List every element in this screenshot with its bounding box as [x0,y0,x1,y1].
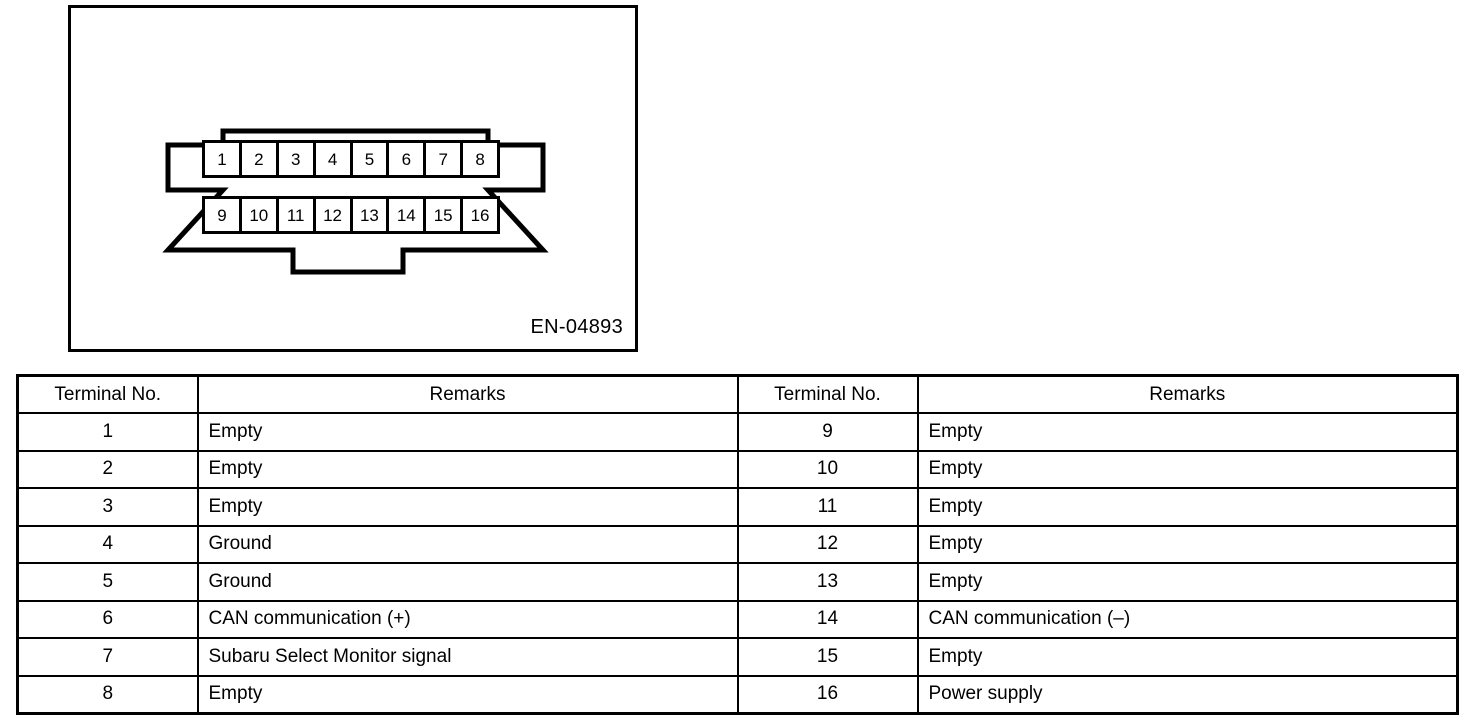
cell-terminal-9: 9 [736,412,919,452]
cell-terminal-16: 16 [736,674,919,714]
cell-remark-10: Empty [916,449,1459,489]
pin-row-bottom: 9 10 11 12 13 14 15 16 [202,196,500,234]
table-row: 7 Subaru Select Monitor signal 15 Empty [16,637,1459,677]
terminal-assignment-table: Terminal No. Remarks Terminal No. Remark… [16,374,1459,715]
cell-terminal-15: 15 [736,637,919,677]
cell-remark-7: Subaru Select Monitor signal [196,637,739,677]
pin-cell-3: 3 [278,143,316,175]
table-row: 6 CAN communication (+) 14 CAN communica… [16,599,1459,639]
pin-cell-11: 11 [278,199,316,231]
cell-terminal-7: 7 [16,637,199,677]
cell-terminal-14: 14 [736,599,919,639]
cell-terminal-5: 5 [16,562,199,602]
cell-remark-4: Ground [196,524,739,564]
cell-remark-16: Power supply [916,674,1459,714]
cell-remark-9: Empty [916,412,1459,452]
pin-cell-14: 14 [389,199,427,231]
pin-cell-15: 15 [426,199,464,231]
cell-remark-2: Empty [196,449,739,489]
pin-number-grid: 1 2 3 4 5 6 7 8 9 10 11 12 13 14 15 16 [202,140,500,234]
cell-terminal-6: 6 [16,599,199,639]
cell-remark-11: Empty [916,487,1459,527]
cell-remark-14: CAN communication (–) [916,599,1459,639]
cell-remark-8: Empty [196,674,739,714]
cell-terminal-1: 1 [16,412,199,452]
table-row: 1 Empty 9 Empty [16,412,1459,452]
cell-terminal-11: 11 [736,487,919,527]
cell-remark-5: Ground [196,562,739,602]
header-remarks-right: Remarks [916,374,1459,414]
cell-remark-1: Empty [196,412,739,452]
table-header-row: Terminal No. Remarks Terminal No. Remark… [16,374,1459,414]
connector-figure-panel: 1 2 3 4 5 6 7 8 9 10 11 12 13 14 15 16 E… [68,5,638,352]
connector-diagram: 1 2 3 4 5 6 7 8 9 10 11 12 13 14 15 16 [71,8,635,349]
figure-caption: EN-04893 [530,316,623,338]
pin-cell-12: 12 [315,199,353,231]
cell-terminal-2: 2 [16,449,199,489]
pin-cell-4: 4 [315,143,353,175]
pin-cell-5: 5 [352,143,390,175]
pin-cell-1: 1 [205,143,242,175]
cell-terminal-13: 13 [736,562,919,602]
cell-terminal-4: 4 [16,524,199,564]
header-terminal-no-left: Terminal No. [16,374,199,414]
cell-terminal-8: 8 [16,674,199,714]
pin-cell-13: 13 [352,199,390,231]
pin-row-top: 1 2 3 4 5 6 7 8 [202,140,500,178]
cell-remark-13: Empty [916,562,1459,602]
pin-cell-7: 7 [426,143,464,175]
pin-cell-16: 16 [463,199,497,231]
table-row: 8 Empty 16 Power supply [16,674,1459,714]
cell-terminal-10: 10 [736,449,919,489]
pin-cell-9: 9 [205,199,242,231]
pin-cell-8: 8 [463,143,497,175]
cell-terminal-12: 12 [736,524,919,564]
cell-remark-15: Empty [916,637,1459,677]
header-terminal-no-right: Terminal No. [736,374,919,414]
header-remarks-left: Remarks [196,374,739,414]
table-row: 2 Empty 10 Empty [16,449,1459,489]
cell-terminal-3: 3 [16,487,199,527]
cell-remark-6: CAN communication (+) [196,599,739,639]
pin-cell-2: 2 [241,143,279,175]
table-row: 5 Ground 13 Empty [16,562,1459,602]
pin-cell-10: 10 [241,199,279,231]
table-row: 4 Ground 12 Empty [16,524,1459,564]
cell-remark-3: Empty [196,487,739,527]
table-row: 3 Empty 11 Empty [16,487,1459,527]
pin-cell-6: 6 [389,143,427,175]
cell-remark-12: Empty [916,524,1459,564]
